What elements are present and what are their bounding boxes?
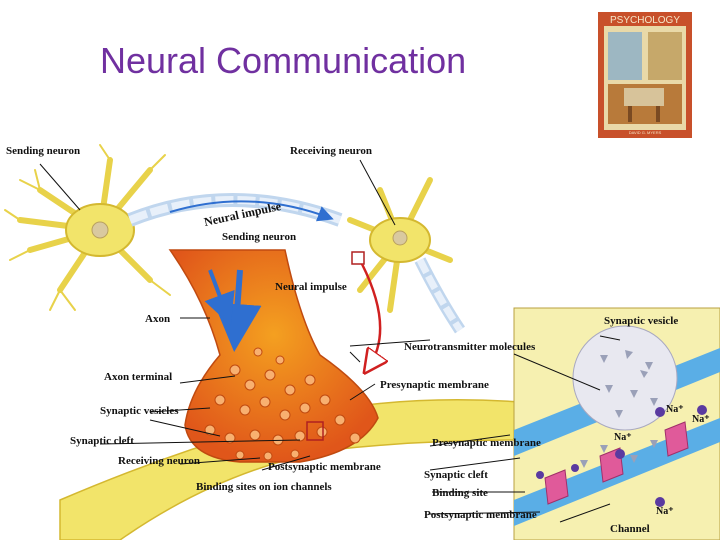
- label-neurotransmitter-molecules: Neurotransmitter molecules: [404, 341, 536, 353]
- label-receiving-neuron-top: Receiving neuron: [290, 145, 372, 157]
- zoom-arrow: [360, 263, 380, 368]
- book-cover-title: PSYCHOLOGY: [610, 15, 680, 26]
- synaptic-vesicles-graphic: [204, 347, 361, 461]
- label-presynaptic-membrane-inset: Presynaptic membrane: [432, 437, 541, 449]
- label-axon-terminal: Axon terminal: [104, 371, 172, 383]
- receiving-neuron-top: [347, 177, 465, 334]
- label-postsynaptic-membrane-inset: Postsynaptic membrane: [424, 509, 537, 521]
- book-cover-image: PSYCHOLOGY DAVID G. MYERS: [598, 12, 692, 138]
- label-na-1: Na⁺: [666, 404, 684, 415]
- label-receiving-neuron-bottom: Receiving neuron: [118, 455, 200, 467]
- label-synaptic-vesicle: Synaptic vesicle: [604, 315, 678, 327]
- label-presynaptic-membrane: Presynaptic membrane: [380, 379, 489, 391]
- label-sending-neuron-mid: Sending neuron: [222, 231, 296, 243]
- label-na-3: Na⁺: [614, 432, 632, 443]
- synapse-inset: [513, 307, 720, 540]
- label-binding-site: Binding site: [432, 487, 488, 499]
- book-cover-author: DAVID G. MYERS: [629, 130, 662, 135]
- sending-neuron-top: [4, 144, 343, 311]
- zoom-box: [306, 421, 324, 441]
- label-synaptic-vesicles: Synaptic vesicles: [100, 405, 179, 417]
- label-sending-neuron-top: Sending neuron: [6, 145, 80, 157]
- leader-lines: [39, 159, 621, 523]
- label-axon: Axon: [145, 313, 170, 325]
- axon-terminal-graphic: [168, 249, 379, 463]
- label-neural-impulse-mid: Neural impulse: [275, 281, 347, 293]
- label-synaptic-cleft: Synaptic cleft: [70, 435, 134, 447]
- label-na-2: Na⁺: [692, 414, 710, 425]
- label-na-4: Na⁺: [656, 506, 674, 517]
- label-channel: Channel: [610, 523, 650, 535]
- neural-communication-diagram: Sending neuron Receiving neuron Neural i…: [4, 144, 720, 540]
- label-synaptic-cleft-inset: Synaptic cleft: [424, 469, 488, 481]
- label-postsynaptic-membrane: Postsynaptic membrane: [268, 461, 381, 473]
- label-binding-sites: Binding sites on ion channels: [196, 481, 332, 493]
- slide-title: Neural Communication: [100, 40, 467, 81]
